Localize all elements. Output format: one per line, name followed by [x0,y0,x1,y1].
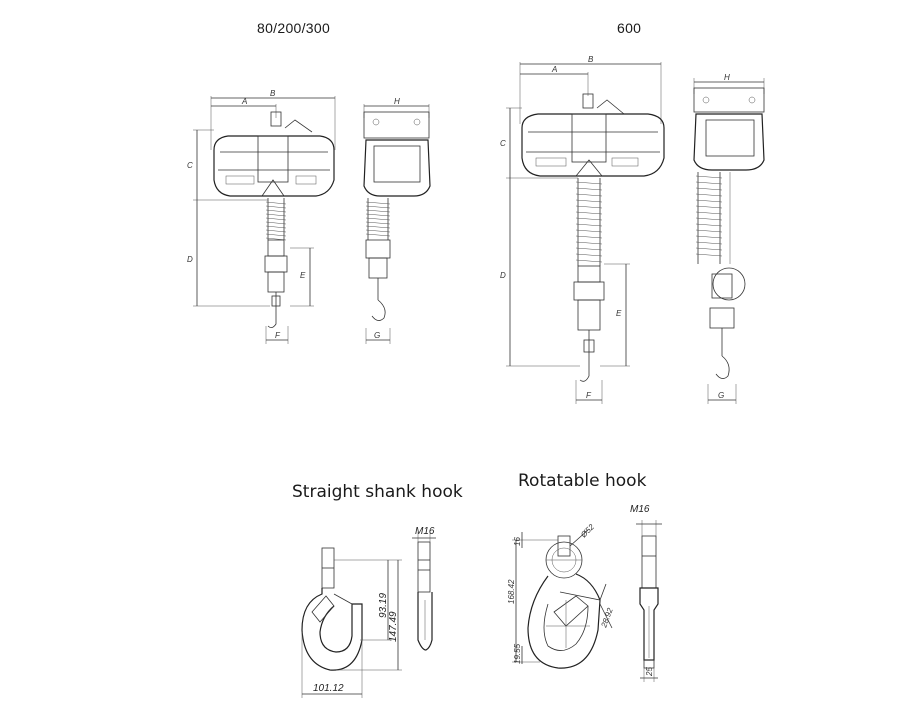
dim-straight-147-49: 147.49 [388,611,399,642]
dim-e-large: E [616,309,622,318]
dim-straight-m16: M16 [415,526,435,537]
dim-g-small: G [374,331,380,340]
rotatable-hook-front: 168.42 16 Ø52 28.92 19.55 [507,522,615,669]
dim-a-small: A [241,97,247,106]
dim-straight-101-12: 101.12 [313,683,344,694]
model-label-large: 600 [617,20,642,36]
straight-shank-hook-front: 93.19 147.49 101.12 [301,547,402,698]
dim-rotatable-19-55: 19.55 [513,643,522,664]
dim-straight-93-19: 93.19 [378,593,389,618]
hoist-small-front-view: B A C D E [187,89,336,344]
straight-hook-label: Straight shank hook [292,482,463,502]
dim-rotatable-16: 16 [513,537,522,546]
rotatable-hook-label: Rotatable hook [518,471,647,491]
chain-spring-small [265,198,287,241]
hoist-large-side-view: H G [693,73,765,404]
dim-b-large: B [588,55,594,64]
dim-f-large: F [586,391,592,400]
hoist-small-side-view: H G [363,97,431,344]
dim-d-large: D [500,271,506,280]
dim-b-small: B [270,89,276,98]
dim-c-small: C [187,161,193,170]
dim-d-small: D [187,255,193,264]
chain-spring-large [575,178,603,266]
hoist-large-front-view: B A C D E F [500,55,665,404]
dim-e-small: E [300,271,306,280]
model-label-small: 80/200/300 [257,20,331,36]
dim-rotatable-28-92: 28.92 [599,606,615,629]
dim-f-small: F [275,331,281,340]
rotatable-hook-side: M16 25 [630,504,662,682]
dim-h-small: H [394,97,400,106]
dim-h-large: H [724,73,730,82]
dim-rotatable-m16: M16 [630,504,650,515]
dim-rotatable-25: 25 [645,667,654,677]
dim-rotatable-168-42: 168.42 [507,579,516,604]
dim-c-large: C [500,139,506,148]
dim-g-large: G [718,391,724,400]
dim-rotatable-o52: Ø52 [578,522,596,540]
straight-shank-hook-side: M16 [412,526,436,651]
dim-a-large: A [551,65,557,74]
